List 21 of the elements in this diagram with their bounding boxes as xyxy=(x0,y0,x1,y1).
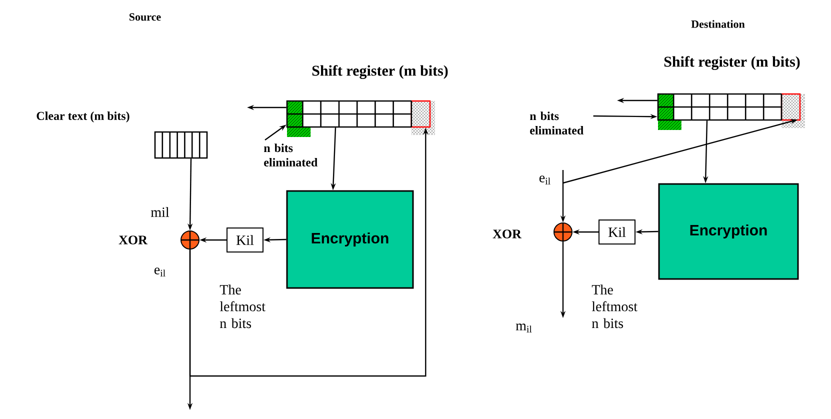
shift-register xyxy=(658,94,682,130)
register-heading: Clear text (m bits) xyxy=(36,112,130,122)
encryption-box: Encryption xyxy=(658,183,799,280)
xor-label: XOR xyxy=(492,230,522,238)
edge-label: e$_{il}$ xyxy=(152,266,168,278)
side-title: Destination xyxy=(691,20,745,28)
note-text: The leftmost n bits xyxy=(220,284,266,328)
xor-label: XOR xyxy=(118,236,148,244)
edge-label: e$_{il}$ xyxy=(538,174,552,186)
side-title: Source xyxy=(130,13,161,21)
register-heading: Shift register (m bits) xyxy=(312,65,448,79)
encryption-box: Encryption xyxy=(286,190,414,289)
note-text: The leftmost n bits xyxy=(592,284,638,328)
key-box: Kil xyxy=(226,228,264,252)
shift-register xyxy=(287,101,311,137)
key-box: Kil xyxy=(598,220,636,244)
register-heading: Shift register (m bits) xyxy=(664,56,800,70)
edge-label: mil xyxy=(150,206,170,218)
edge-label: m$_{il}$ xyxy=(514,322,534,334)
note-text: n bits eliminated xyxy=(530,112,584,134)
note-text: n bits eliminated xyxy=(264,144,318,166)
